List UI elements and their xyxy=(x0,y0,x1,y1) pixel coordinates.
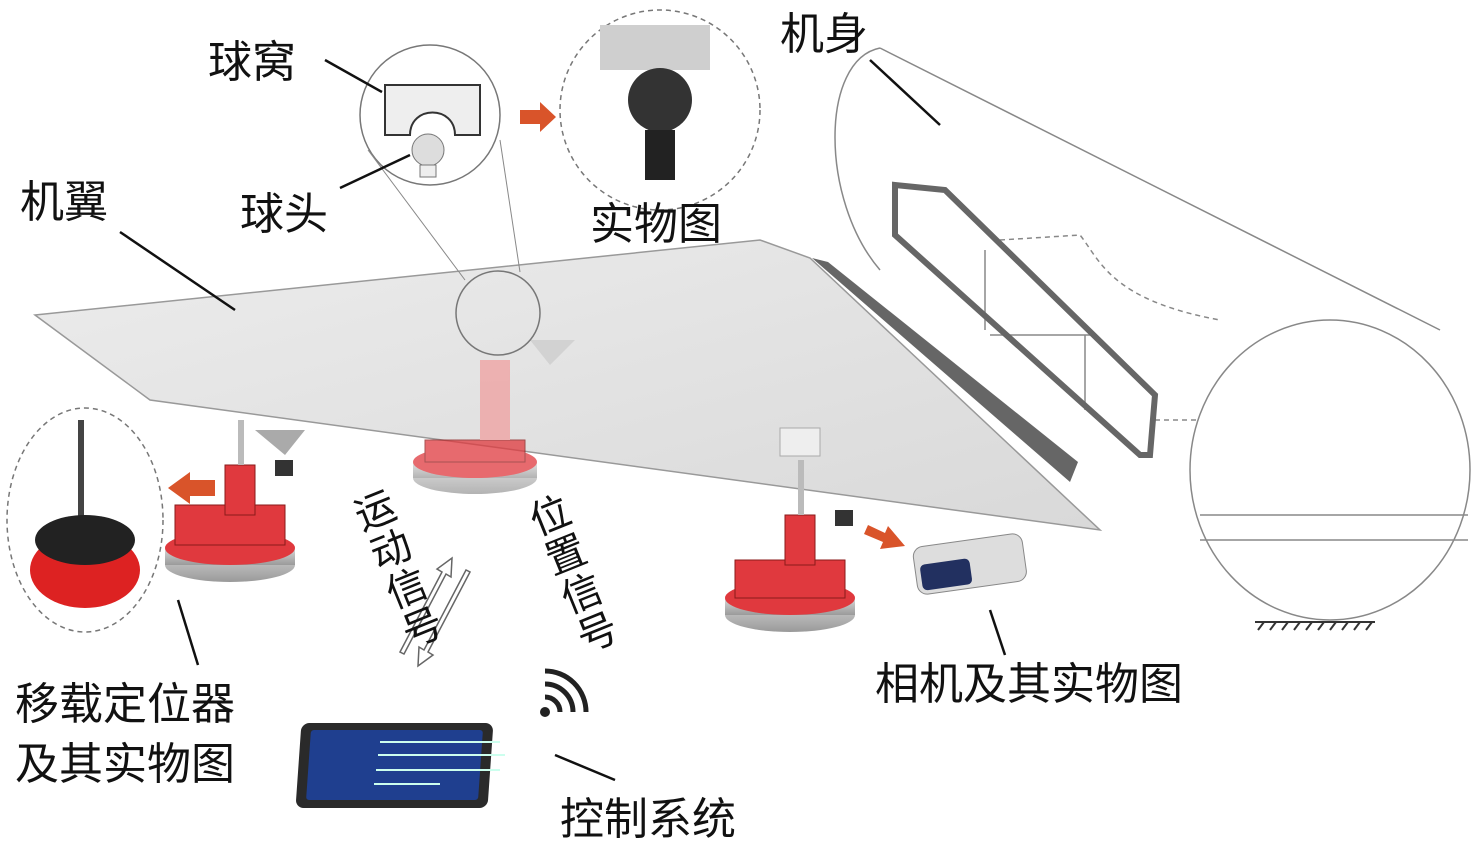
label-control-system: 控制系统 xyxy=(560,794,736,845)
zoom-line xyxy=(367,149,466,281)
fuselage xyxy=(834,47,1471,621)
callout-circles xyxy=(6,9,761,633)
positioner-right xyxy=(725,427,855,632)
positioner-center xyxy=(413,340,575,494)
wifi-icon xyxy=(540,668,589,717)
leader-lines xyxy=(119,58,1007,782)
label-camera: 相机及其实物图 xyxy=(875,659,1183,710)
control-tablet xyxy=(296,723,505,808)
wing xyxy=(32,239,1103,532)
label-photo: 实物图 xyxy=(590,199,722,250)
label-ball-head: 球头 xyxy=(240,189,328,240)
label-positioner-line2: 及其实物图 xyxy=(15,739,235,790)
camera-photo xyxy=(912,533,1027,595)
ball-joint-photo xyxy=(600,25,710,180)
signal-arrows xyxy=(398,556,472,668)
fuselage-window xyxy=(892,181,1159,458)
ball-socket-icon xyxy=(384,84,481,178)
positioner-photo xyxy=(30,420,140,608)
zoom-line xyxy=(499,139,521,273)
label-positioner-line1: 移载定位器 xyxy=(15,679,235,730)
wing-root-edge xyxy=(812,258,1078,482)
label-wing: 机翼 xyxy=(20,177,108,228)
orange-arrows xyxy=(168,102,905,549)
positioner-left xyxy=(165,420,305,582)
ground-hatch xyxy=(1255,621,1375,631)
label-fuselage: 机身 xyxy=(780,9,868,60)
label-ball-socket: 球窝 xyxy=(208,37,296,88)
